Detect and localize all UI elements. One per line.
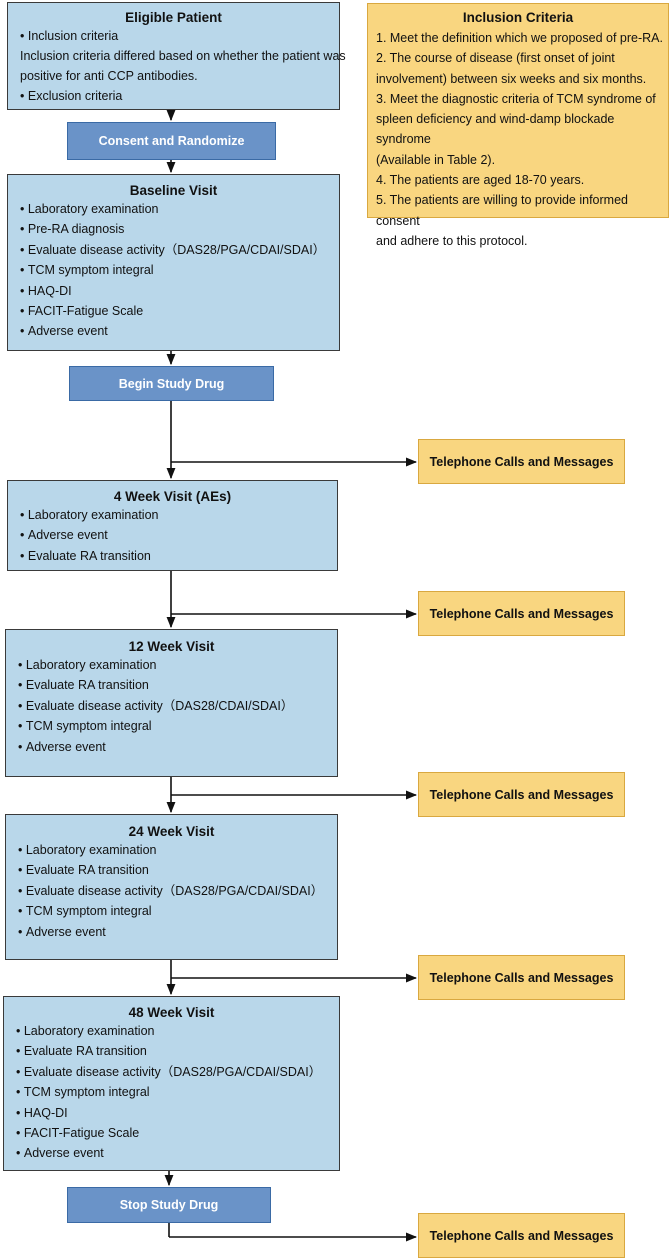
inclusion-criteria-title: Inclusion Criteria bbox=[462, 10, 574, 25]
visit-item: Adverse event bbox=[20, 321, 339, 341]
visit-item: Evaluate RA transition bbox=[16, 1041, 339, 1061]
week-48-visit-title: 48 Week Visit bbox=[128, 1005, 215, 1020]
eligible-patient-title: Eligible Patient bbox=[125, 10, 222, 25]
criteria-line: 4. The patients are aged 18-70 years. bbox=[376, 173, 585, 188]
visit-item: TCM symptom integral bbox=[18, 901, 337, 921]
visit-item: FACIT-Fatigue Scale bbox=[20, 301, 339, 321]
visit-item: TCM symptom integral bbox=[18, 716, 337, 736]
visit-item: Adverse event bbox=[20, 525, 337, 545]
inclusion-note-line-2: positive for anti CCP antibodies. bbox=[20, 69, 198, 84]
visit-item: Pre-RA diagnosis bbox=[20, 219, 339, 239]
inclusion-note-line-1: Inclusion criteria differed based on whe… bbox=[20, 49, 346, 64]
visit-item: Adverse event bbox=[18, 922, 337, 942]
visit-item: Evaluate disease activity（DAS28/PGA/CDAI… bbox=[20, 240, 339, 260]
criteria-line: (Available in Table 2). bbox=[376, 152, 496, 167]
visit-item: Evaluate RA transition bbox=[20, 546, 337, 566]
visit-item: HAQ-DI bbox=[20, 281, 339, 301]
telephone-calls-box-2: Telephone Calls and Messages bbox=[418, 591, 625, 636]
week-24-visit-title: 24 Week Visit bbox=[128, 824, 215, 839]
consent-randomize-step: Consent and Randomize bbox=[67, 122, 276, 160]
telephone-calls-box-4: Telephone Calls and Messages bbox=[418, 955, 625, 1000]
criteria-line: and adhere to this protocol. bbox=[376, 233, 528, 248]
week-24-visit-box: 24 Week Visit Laboratory examination Eva… bbox=[5, 814, 338, 960]
visit-item: Evaluate RA transition bbox=[18, 860, 337, 880]
visit-item: Evaluate disease activity（DAS28/CDAI/SDA… bbox=[18, 696, 337, 716]
criteria-line: 1. Meet the definition which we proposed… bbox=[376, 31, 663, 45]
visit-item: FACIT-Fatigue Scale bbox=[16, 1123, 339, 1143]
visit-item: HAQ-DI bbox=[16, 1103, 339, 1123]
visit-item: TCM symptom integral bbox=[20, 260, 339, 280]
week-12-visit-title: 12 Week Visit bbox=[128, 639, 215, 654]
visit-item: Evaluate disease activity（DAS28/PGA/CDAI… bbox=[16, 1062, 339, 1082]
telephone-calls-box-1: Telephone Calls and Messages bbox=[418, 439, 625, 484]
stop-study-drug-step: Stop Study Drug bbox=[67, 1187, 271, 1223]
visit-item: Evaluate RA transition bbox=[18, 675, 337, 695]
eligible-patient-box: Eligible Patient Inclusion criteria Incl… bbox=[7, 2, 346, 110]
criteria-line: 3. Meet the diagnostic criteria of TCM s… bbox=[376, 91, 656, 106]
visit-item: Evaluate disease activity（DAS28/PGA/CDAI… bbox=[18, 881, 337, 901]
begin-study-drug-step: Begin Study Drug bbox=[69, 366, 274, 401]
criteria-line: 5. The patients are willing to provide i… bbox=[376, 193, 628, 228]
telephone-calls-box-3: Telephone Calls and Messages bbox=[418, 772, 625, 817]
week-4-visit-title: 4 Week Visit (AEs) bbox=[113, 489, 232, 504]
baseline-visit-box: Baseline Visit Laboratory examination Pr… bbox=[7, 174, 340, 351]
week-4-visit-box: 4 Week Visit (AEs) Laboratory examinatio… bbox=[7, 480, 338, 571]
week-48-visit-box: 48 Week Visit Laboratory examination Eva… bbox=[3, 996, 340, 1171]
visit-item: Adverse event bbox=[16, 1143, 339, 1163]
visit-item: Laboratory examination bbox=[18, 840, 337, 860]
exclusion-criteria-item: Exclusion criteria bbox=[20, 86, 339, 106]
criteria-line: spleen deficiency and wind-damp blockade… bbox=[376, 112, 615, 147]
visit-item: Adverse event bbox=[18, 737, 337, 757]
telephone-calls-box-5: Telephone Calls and Messages bbox=[418, 1213, 625, 1258]
criteria-line: involvement) between six weeks and six m… bbox=[376, 71, 647, 86]
visit-item: Laboratory examination bbox=[18, 655, 337, 675]
inclusion-criteria-item: Inclusion criteria bbox=[20, 26, 339, 46]
criteria-line: 2. The course of disease (first onset of… bbox=[376, 51, 615, 66]
baseline-visit-title: Baseline Visit bbox=[129, 183, 218, 198]
week-12-visit-box: 12 Week Visit Laboratory examination Eva… bbox=[5, 629, 338, 777]
inclusion-criteria-panel: Inclusion Criteria 1. Meet the definitio… bbox=[367, 3, 669, 248]
visit-item: Laboratory examination bbox=[20, 505, 337, 525]
visit-item: Laboratory examination bbox=[20, 199, 339, 219]
visit-item: Laboratory examination bbox=[16, 1021, 339, 1041]
visit-item: TCM symptom integral bbox=[16, 1082, 339, 1102]
